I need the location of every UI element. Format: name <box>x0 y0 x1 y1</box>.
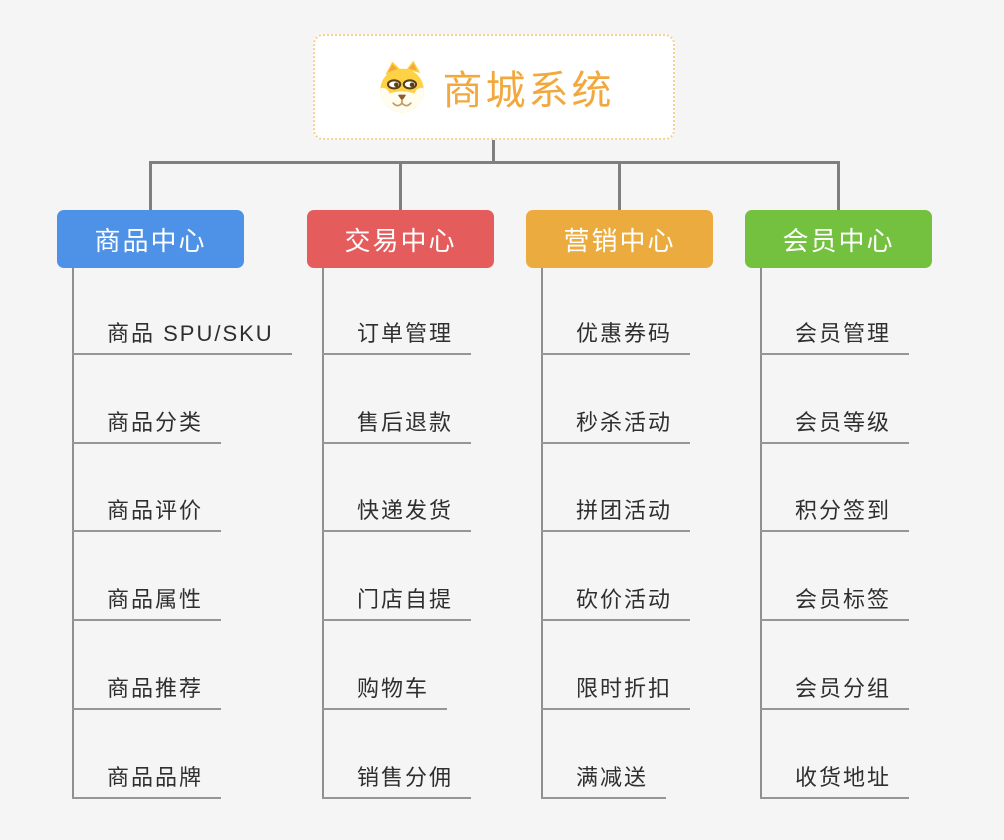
branch-marketing-center: 营销中心 优惠券码 秒杀活动 拼团活动 砍价活动 限时折扣 满减送 <box>526 210 786 810</box>
leaf-node[interactable]: 收货地址 <box>760 761 910 799</box>
branch-line <box>541 268 543 799</box>
leaf-node[interactable]: 购物车 <box>322 672 448 710</box>
branch-member-center: 会员中心 会员管理 会员等级 积分签到 会员标签 会员分组 收货地址 <box>745 210 1004 810</box>
branch-product-center: 商品中心 商品 SPU/SKU 商品分类 商品评价 商品属性 商品推荐 商品品牌 <box>57 210 317 810</box>
shiba-dog-icon <box>374 59 430 115</box>
leaf-node[interactable]: 商品 SPU/SKU <box>72 317 292 355</box>
connector-drop-marketing <box>618 161 621 210</box>
branch-header-product-center[interactable]: 商品中心 <box>57 210 244 268</box>
leaf-node[interactable]: 销售分佣 <box>322 761 472 799</box>
connector-horizontal <box>149 161 840 164</box>
leaf-node[interactable]: 会员等级 <box>760 406 910 444</box>
leaf-node[interactable]: 会员管理 <box>760 317 910 355</box>
leaf-node[interactable]: 售后退款 <box>322 406 472 444</box>
branch-line <box>760 268 762 799</box>
leaf-node[interactable]: 积分签到 <box>760 494 910 532</box>
leaf-node[interactable]: 满减送 <box>541 761 667 799</box>
leaf-node[interactable]: 订单管理 <box>322 317 472 355</box>
leaf-node[interactable]: 商品品牌 <box>72 761 222 799</box>
leaf-node[interactable]: 优惠券码 <box>541 317 691 355</box>
branch-trade-center: 交易中心 订单管理 售后退款 快递发货 门店自提 购物车 销售分佣 <box>307 210 567 810</box>
leaf-node[interactable]: 砍价活动 <box>541 583 691 621</box>
leaf-node[interactable]: 商品分类 <box>72 406 222 444</box>
root-title: 商城系统 <box>442 69 615 113</box>
connector-drop-members <box>837 161 840 210</box>
connector-drop-trade <box>399 161 402 210</box>
leaf-node[interactable]: 商品评价 <box>72 494 222 532</box>
leaf-node[interactable]: 商品推荐 <box>72 672 222 710</box>
leaf-node[interactable]: 会员标签 <box>760 583 910 621</box>
leaf-node[interactable]: 秒杀活动 <box>541 406 691 444</box>
leaf-node[interactable]: 会员分组 <box>760 672 910 710</box>
branch-header-trade-center[interactable]: 交易中心 <box>307 210 494 268</box>
leaf-node[interactable]: 快递发货 <box>322 494 472 532</box>
leaf-node[interactable]: 拼团活动 <box>541 494 691 532</box>
leaf-node[interactable]: 门店自提 <box>322 583 472 621</box>
branch-line <box>72 268 74 799</box>
branch-header-member-center[interactable]: 会员中心 <box>745 210 932 268</box>
branch-header-marketing-center[interactable]: 营销中心 <box>526 210 713 268</box>
root-node[interactable]: 商城系统 <box>313 34 675 140</box>
connector-root-stem <box>492 140 495 164</box>
branch-line <box>322 268 324 799</box>
leaf-node[interactable]: 商品属性 <box>72 583 222 621</box>
connector-drop-products <box>149 161 152 210</box>
leaf-node[interactable]: 限时折扣 <box>541 672 691 710</box>
